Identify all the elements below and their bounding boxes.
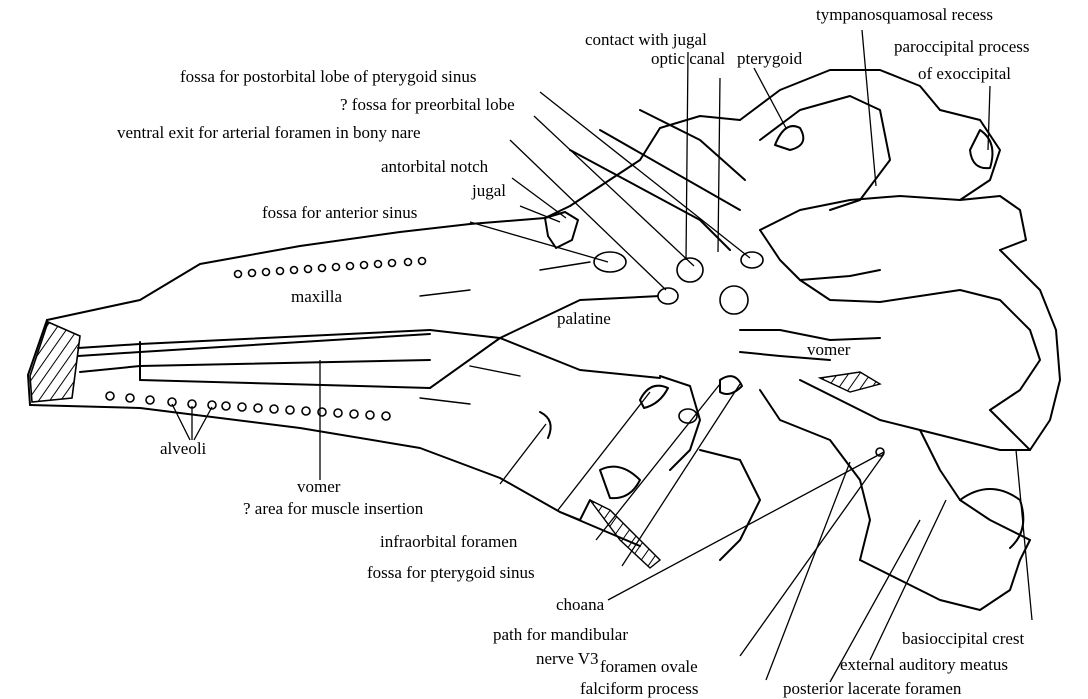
upper-alveoli-row xyxy=(235,258,426,278)
label-antorbital-notch: antorbital notch xyxy=(381,157,489,176)
label-contact-with-jugal: contact with jugal xyxy=(585,30,707,49)
label-fossa-anterior-sinus: fossa for anterior sinus xyxy=(262,203,417,222)
label-paroccipital-process-2: of exoccipital xyxy=(918,64,1011,83)
label-optic-canal: optic canal xyxy=(651,49,725,68)
label-ventral-exit: ventral exit for arterial foramen in bon… xyxy=(117,123,421,142)
label-path-mandibular-1: path for mandibular xyxy=(493,625,628,644)
label-falciform-process: falciform process xyxy=(580,679,698,698)
label-palatine: palatine xyxy=(557,309,611,328)
label-infraorbital-foramen: infraorbital foramen xyxy=(380,532,518,551)
label-maxilla: maxilla xyxy=(291,287,342,306)
label-path-mandibular-2: nerve V3 xyxy=(536,649,598,668)
label-paroccipital-process-1: paroccipital process xyxy=(894,37,1029,56)
label-tympanosquamosal-recess: tympanosquamosal recess xyxy=(816,5,993,24)
label-pterygoid: pterygoid xyxy=(737,49,803,68)
label-fossa-preorbital: ? fossa for preorbital lobe xyxy=(340,95,515,114)
label-basioccipital-crest: basioccipital crest xyxy=(902,629,1025,648)
lower-alveoli-row xyxy=(106,392,390,420)
label-foramen-ovale: foramen ovale xyxy=(600,657,698,676)
label-choana: choana xyxy=(556,595,605,614)
label-vomer-bottom: vomer xyxy=(297,477,341,496)
label-alveoli: alveoli xyxy=(160,439,207,458)
label-fossa-postorbital: fossa for postorbital lobe of pterygoid … xyxy=(180,67,477,86)
skull-outline xyxy=(28,70,1060,610)
label-posterior-lacerate-foramen: posterior lacerate foramen xyxy=(783,679,962,698)
label-fossa-pterygoid-sinus: fossa for pterygoid sinus xyxy=(367,563,535,582)
label-vomer-right: vomer xyxy=(807,340,851,359)
label-area-muscle: ? area for muscle insertion xyxy=(243,499,424,518)
label-jugal: jugal xyxy=(471,181,506,200)
label-external-auditory-meatus: external auditory meatus xyxy=(840,655,1008,674)
labels: tympanosquamosal recess contact with jug… xyxy=(117,5,1029,698)
